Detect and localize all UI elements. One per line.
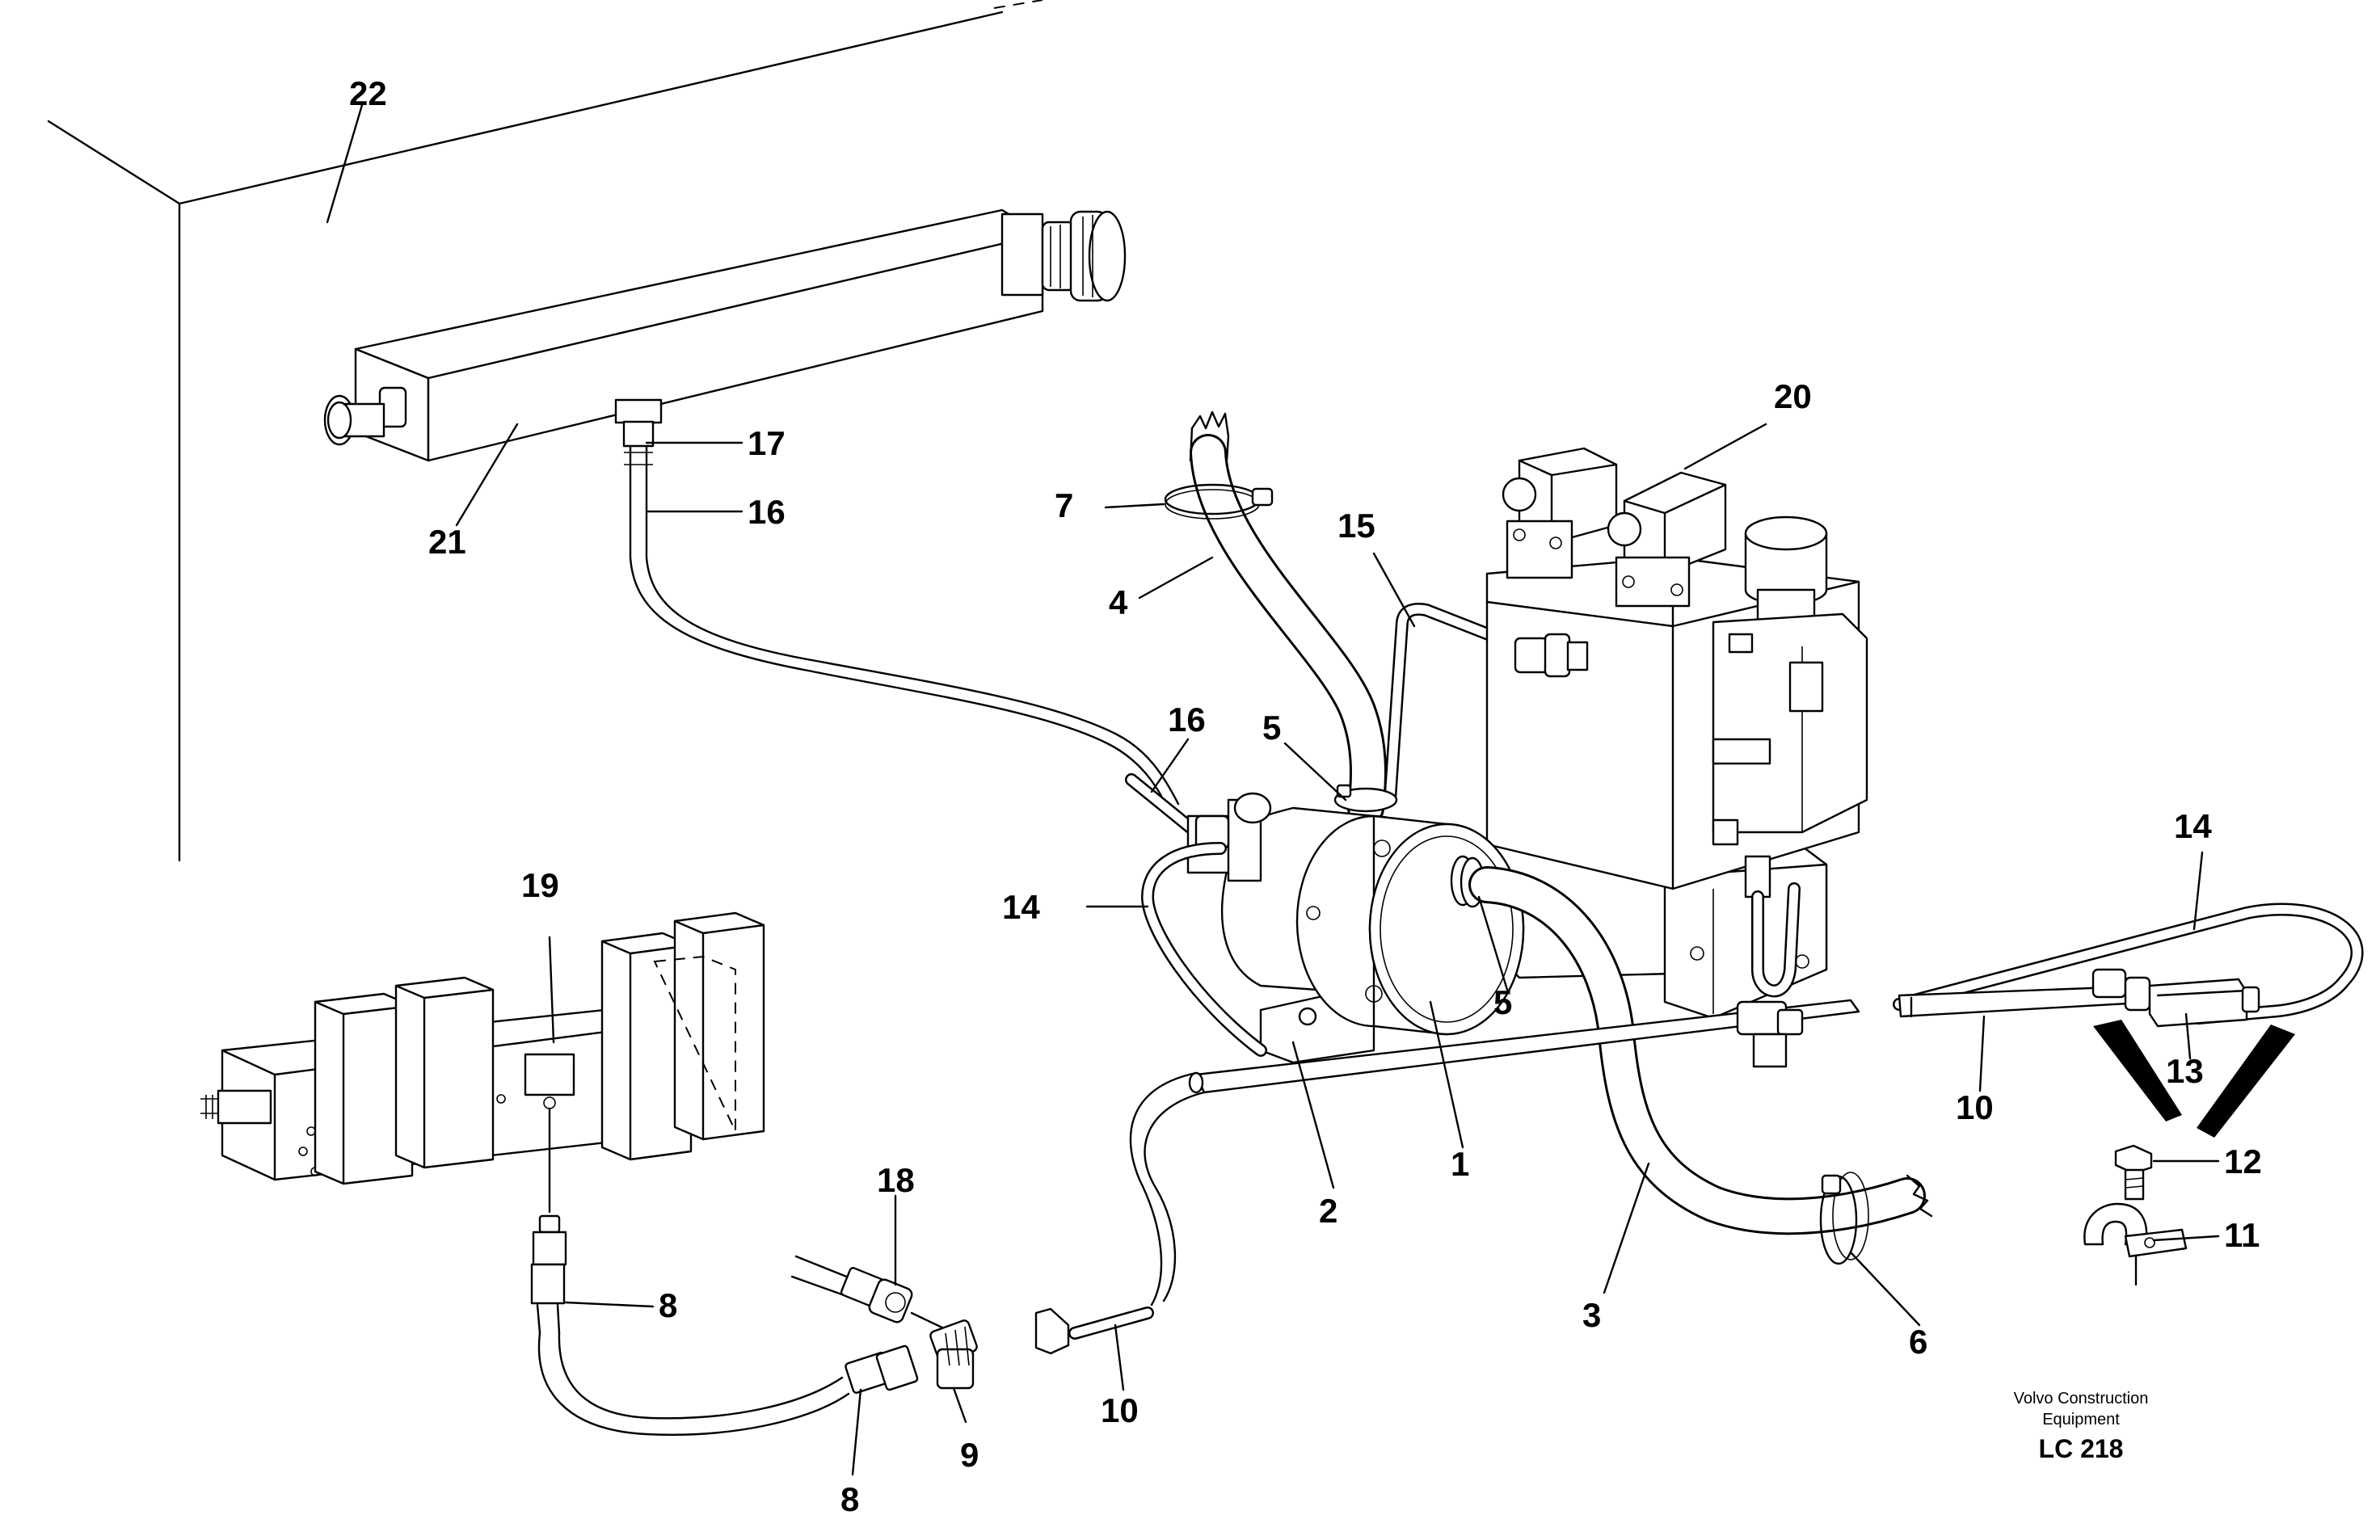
publisher-line-2: Equipment — [2042, 1411, 2120, 1428]
callout-13: 13 — [2166, 1052, 2204, 1090]
part-6-hose-clamp — [1819, 1172, 1869, 1265]
part-15-pressure-line — [1384, 602, 1526, 806]
drawing-code: LC 218 — [2038, 1434, 2124, 1463]
callout-10-right: 10 — [1956, 1088, 1994, 1126]
callout-4: 4 — [1109, 583, 1128, 621]
part-3-return-hose — [1468, 866, 1933, 1235]
callout-14-right: 14 — [2174, 807, 2212, 845]
part-10-steel-tube — [1034, 999, 1860, 1355]
callout-2: 2 — [1319, 1192, 1338, 1230]
part-14-steel-tube-right — [1893, 903, 2364, 1025]
callout-11: 11 — [2224, 1216, 2260, 1254]
part-18-coupling — [790, 1255, 947, 1331]
callout-14-left: 14 — [1002, 888, 1040, 926]
part-4-suction-hose — [1189, 410, 1387, 827]
part-14-steel-tube-left — [1141, 842, 1267, 1057]
callout-6: 6 — [1909, 1323, 1928, 1361]
callout-17: 17 — [748, 424, 786, 462]
publisher-line-1: Volvo Construction — [2013, 1390, 2149, 1407]
callout-12: 12 — [2224, 1142, 2262, 1180]
callout-20: 20 — [1774, 377, 1812, 415]
callout-16: 16 — [748, 493, 786, 531]
part-1-pump — [1186, 792, 1525, 1064]
callout-15: 15 — [1337, 507, 1375, 545]
part-13-connector — [2091, 968, 2260, 1028]
part-9-elbow-adapter — [929, 1319, 978, 1390]
callout-8-lower: 8 — [840, 1480, 860, 1518]
callout-18: 18 — [877, 1161, 915, 1199]
callout-16-pump: 16 — [1168, 701, 1206, 738]
part-16-pilot-hose — [624, 444, 1203, 839]
callout-3: 3 — [1582, 1296, 1602, 1334]
part-8-test-hose — [530, 1107, 919, 1436]
detail-pointer-wedges — [2093, 1020, 2295, 1138]
part-20-valve-block — [1485, 447, 1868, 1020]
callout-10: 10 — [1101, 1391, 1139, 1429]
callout-8-upper: 8 — [659, 1286, 678, 1324]
callout-1: 1 — [1451, 1145, 1470, 1183]
part-11-pipe-clip — [2083, 1202, 2188, 1286]
callout-19: 19 — [521, 866, 559, 904]
callout-5-side: 5 — [1493, 983, 1513, 1021]
part-21-reservoir — [323, 208, 1127, 462]
callout-5-top: 5 — [1262, 709, 1282, 747]
callout-7: 7 — [1055, 486, 1074, 524]
part-7-hose-clamp — [1164, 483, 1274, 520]
part-12-bolt — [2114, 1144, 2153, 1201]
callout-9: 9 — [960, 1436, 979, 1474]
callout-22: 22 — [349, 74, 387, 112]
callout-21: 21 — [428, 523, 466, 561]
leader-lines — [326, 103, 2220, 1476]
part-19-manifold — [200, 911, 765, 1185]
part-22-frame-corner — [47, 0, 1043, 862]
